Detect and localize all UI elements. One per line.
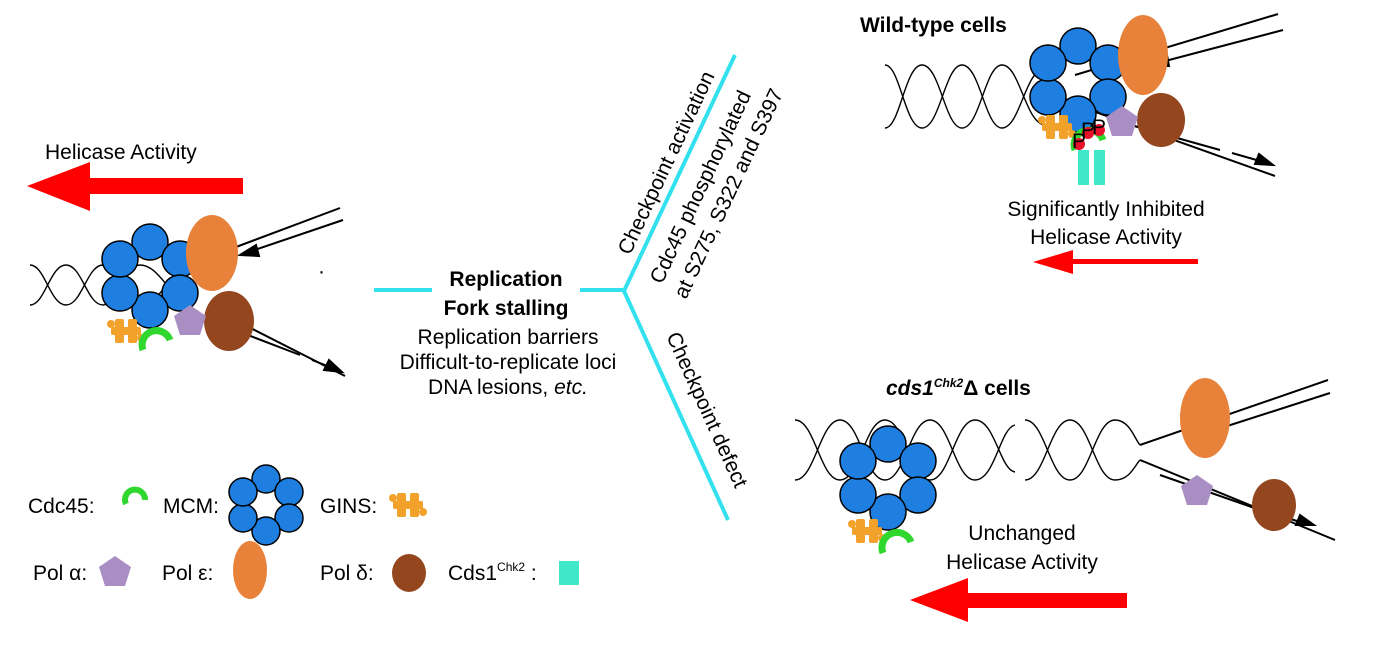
phospho-label-3: P (1092, 116, 1106, 139)
phospho-label-2: P (1081, 119, 1095, 142)
legend-cdc45-icon (122, 486, 148, 506)
dna-double-helix-wt (884, 64, 1046, 129)
wt-cds1-icon (1078, 150, 1105, 185)
wt-result-line1: Significantly Inhibited (1007, 198, 1204, 221)
wt-pol-delta-icon (1137, 93, 1185, 147)
stalling-cause-1: Replication barriers (418, 326, 599, 349)
legend-mcm-label: MCM: (163, 495, 219, 518)
mutant-pol-delta-icon (1252, 479, 1296, 531)
legend-pol-alpha-icon (99, 556, 131, 586)
legend-pol-delta-label: Pol δ: (320, 562, 374, 585)
mutant-panel: cds1Chk2Δ cells Unchanged Helicase Activ… (794, 376, 1336, 622)
wt-result-line2: Helicase Activity (1030, 226, 1182, 249)
legend-pol-epsilon-label: Pol ε: (162, 562, 213, 585)
wild-type-title: Wild-type cells (860, 14, 1007, 37)
upper-branch-line (622, 54, 737, 292)
legend-gins-icon (389, 493, 427, 517)
svg-text:·: · (318, 260, 325, 283)
mutant-mcm-helicase-icon (839, 425, 937, 531)
wt-pol-epsilon-icon (1118, 15, 1168, 95)
mutant-result-line2: Helicase Activity (946, 551, 1098, 574)
mutant-result-line1: Unchanged (968, 522, 1075, 545)
legend-mcm-icon (228, 464, 304, 546)
mutant-cdc45-icon (878, 528, 915, 555)
cdc45-icon (138, 327, 174, 352)
lower-branch-line (622, 290, 730, 521)
phospho-marks: P P P (1072, 116, 1106, 153)
helicase-activity-label: Helicase Activity (45, 141, 197, 164)
stalling-cause-2: Difficult-to-replicate loci (400, 351, 617, 374)
pol-epsilon-icon (186, 215, 238, 291)
legend-pol-delta-icon (392, 554, 426, 592)
center-stalling: Replication Fork stalling Replication ba… (374, 268, 625, 399)
phospho-label-1: P (1072, 130, 1086, 153)
legend-cdc45-label: Cdc45: (28, 495, 95, 518)
wild-type-panel: Wild-type cells P P P (860, 13, 1284, 274)
legend-pol-epsilon-icon (233, 541, 267, 599)
mutant-leading-strand (1139, 379, 1331, 446)
legend-cds1-icon (559, 561, 579, 585)
checkpoint-defect-label: Checkpoint defect (661, 329, 751, 492)
checkpoint-branches: Checkpoint activation Cdc45 phosphorylat… (614, 54, 788, 521)
legend: Cdc45: MCM: GINS: Pol α: Pol ε: Pol δ: C… (28, 464, 579, 599)
wt-helicase-arrow (1033, 250, 1198, 274)
mutant-lagging-strand (1139, 459, 1336, 541)
legend-gins-label: GINS: (320, 495, 377, 518)
left-panel: Helicase Activity · (27, 141, 346, 377)
mutant-title: cds1Chk2Δ cells (886, 376, 1031, 400)
pol-delta-icon (204, 291, 254, 351)
legend-pol-alpha-label: Pol α: (33, 562, 87, 585)
helicase-direction-arrow (27, 162, 243, 211)
mutant-helicase-arrow (910, 578, 1127, 622)
legend-cds1-label: Cds1Chk2 : (448, 560, 537, 585)
fork-stalling-title-2: Fork stalling (444, 297, 569, 320)
stalling-cause-3: DNA lesions, etc. (428, 376, 588, 399)
fork-stalling-title-1: Replication (449, 268, 562, 291)
mutant-pol-epsilon-icon (1180, 378, 1230, 458)
